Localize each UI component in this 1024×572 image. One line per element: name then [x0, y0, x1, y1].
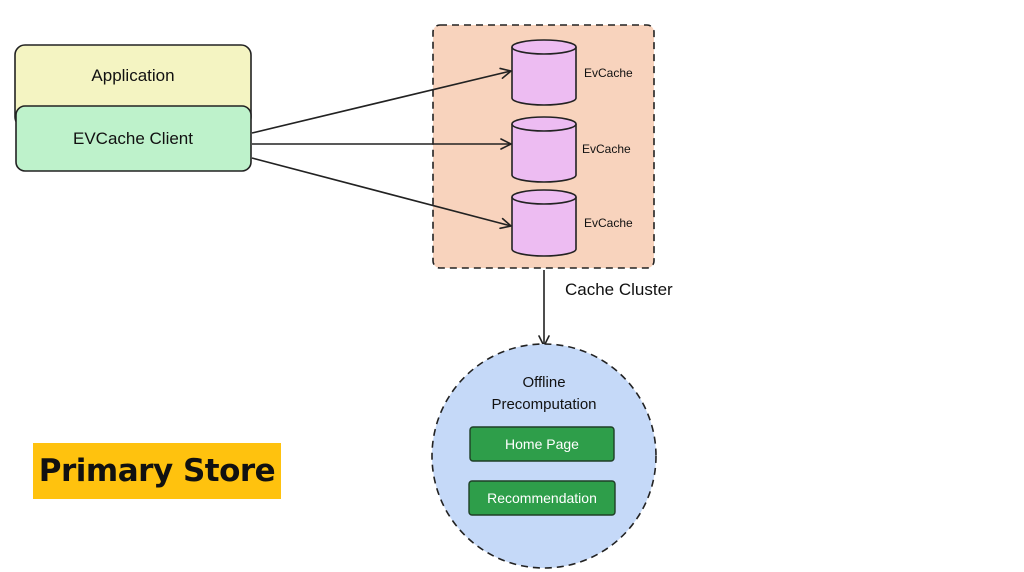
- offline-item-recommendation: Recommendation: [468, 480, 616, 516]
- evcache-client-box: [15, 105, 252, 172]
- cache-node-label: EvCache: [584, 66, 633, 80]
- home-page-label: Home Page: [505, 436, 579, 452]
- recommendation-label: Recommendation: [487, 490, 597, 506]
- arrow-to-cache-node-3: [251, 157, 512, 230]
- offline-label-line1: Offline: [522, 374, 565, 391]
- offline-item-home-page: Home Page: [469, 426, 615, 462]
- cache-node-label: EvCache: [584, 216, 633, 230]
- cache-node-3: EvCache: [511, 189, 633, 257]
- application-block: Application EVCache Client: [14, 44, 252, 172]
- evcache-client-label: EVCache Client: [73, 129, 193, 148]
- primary-store-label: Primary Store: [33, 443, 281, 499]
- cache-node-2: EvCache: [511, 116, 631, 183]
- offline-label-line2: Precomputation: [491, 396, 596, 413]
- arrow-to-cache-node-1: [251, 67, 512, 134]
- cache-node-label: EvCache: [582, 142, 631, 156]
- cache-cluster-label: Cache Cluster: [565, 280, 673, 299]
- application-label: Application: [91, 66, 174, 85]
- cache-node-1: EvCache: [511, 39, 633, 106]
